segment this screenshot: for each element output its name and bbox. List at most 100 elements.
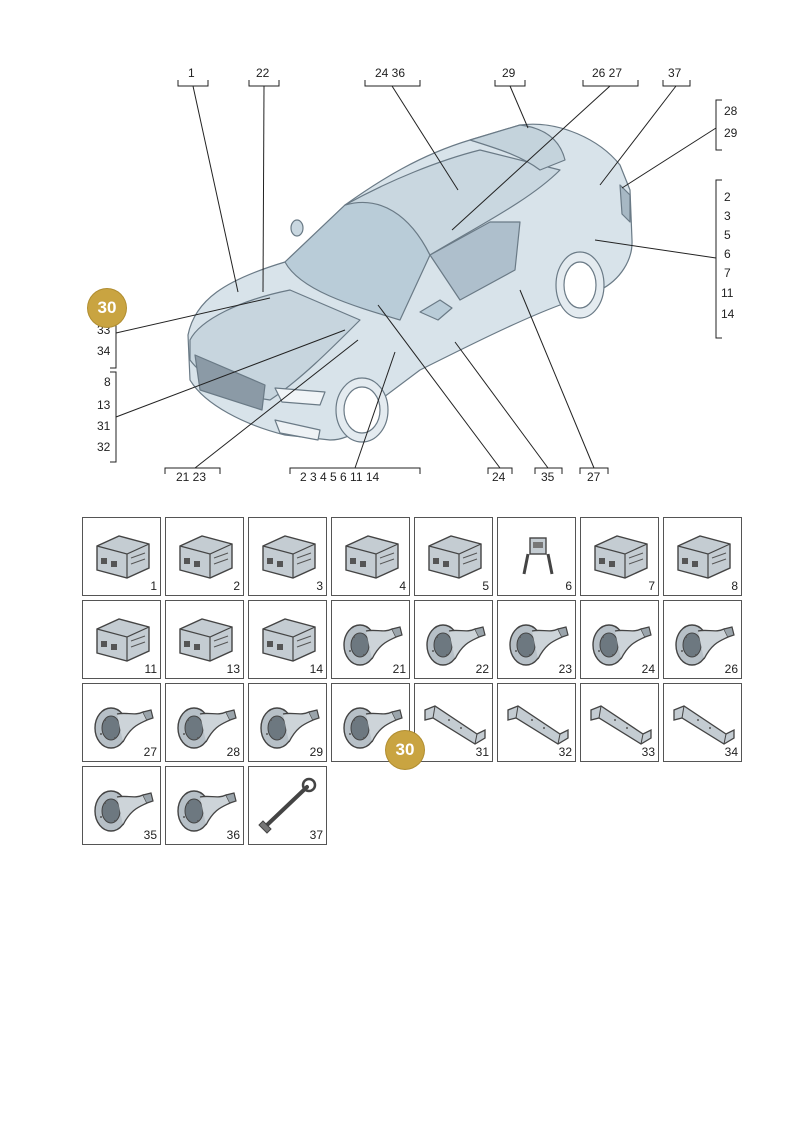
connector-housing-icon [428, 535, 482, 579]
cable-channel-icon [507, 705, 569, 745]
part-number: 22 [475, 662, 489, 676]
callout-left-13: 13 [97, 398, 111, 412]
part-number: 35 [143, 828, 157, 842]
part-cell: 4 [331, 517, 410, 596]
part-cell: 33 [580, 683, 659, 762]
part-cell: 7 [580, 517, 659, 596]
part-number: 24 [641, 662, 655, 676]
grommet-icon [94, 790, 154, 832]
connector-housing-icon [262, 618, 316, 662]
part-cell: 14 [248, 600, 327, 679]
connector-housing-icon [594, 535, 648, 579]
part-number: 33 [641, 745, 655, 759]
part-cell: 34 [663, 683, 742, 762]
grommet-icon [94, 707, 154, 749]
part-cell: 1 [82, 517, 161, 596]
grommet-icon [509, 624, 569, 666]
part-cell: 28 [165, 683, 244, 762]
part-cell: 5 [414, 517, 493, 596]
part-cell: 29 [248, 683, 327, 762]
part-number: 23 [558, 662, 572, 676]
callout-right-29: 29 [724, 126, 738, 140]
callout-left-32: 32 [97, 440, 111, 454]
grommet-icon [343, 624, 403, 666]
part-number: 4 [399, 579, 406, 593]
connector-housing-icon [96, 618, 150, 662]
car-diagram: 1 22 24 36 29 26 27 37 28 29 2 3 5 6 7 1… [97, 66, 738, 484]
highlight-badge-car: 30 [88, 289, 126, 327]
grommet-icon [592, 624, 652, 666]
callout-right-28: 28 [724, 104, 738, 118]
connector-housing-icon [179, 618, 233, 662]
callout-right-6: 6 [724, 247, 731, 261]
grommet-icon [260, 707, 320, 749]
connector-housing-icon [262, 535, 316, 579]
callout-35: 35 [541, 470, 555, 484]
part-cell: 2 [165, 517, 244, 596]
part-cell: 35 [82, 766, 161, 845]
part-cell: 8 [663, 517, 742, 596]
callout-22: 22 [256, 66, 270, 80]
part-cell: 24 [580, 600, 659, 679]
grommet-icon [343, 707, 403, 749]
callout-37: 37 [668, 66, 682, 80]
connector-housing-icon [96, 535, 150, 579]
callout-right-2: 2 [724, 190, 731, 204]
callout-right-14: 14 [721, 307, 735, 321]
callout-left-34: 34 [97, 344, 111, 358]
part-number: 2 [233, 579, 240, 593]
part-number: 27 [143, 745, 157, 759]
connector-housing-icon [179, 535, 233, 579]
part-number: 11 [144, 662, 157, 676]
connector-housing-icon [677, 535, 731, 579]
part-number: 1 [150, 579, 157, 593]
part-cell: 27 [82, 683, 161, 762]
callout-26-27: 26 27 [592, 66, 622, 80]
part-cell: 22 [414, 600, 493, 679]
part-cell: 23 [497, 600, 576, 679]
part-number: 29 [309, 745, 323, 759]
part-number: 5 [482, 579, 489, 593]
part-cell: 31 [414, 683, 493, 762]
callout-multi: 2 3 4 5 6 11 14 [300, 470, 380, 484]
callout-right-11: 11 [721, 286, 734, 300]
connector-housing-icon [345, 535, 399, 579]
part-cell: 26 [663, 600, 742, 679]
car-illustration [187, 123, 633, 443]
callout-left-8: 8 [104, 375, 111, 389]
cable-channel-icon [424, 705, 486, 745]
part-number: 36 [226, 828, 240, 842]
part-number: 21 [392, 662, 406, 676]
part-number: 6 [565, 579, 572, 593]
part-cell: 11 [82, 600, 161, 679]
part-cell: 21 [331, 600, 410, 679]
part-cell: 36 [165, 766, 244, 845]
part-number: 26 [724, 662, 738, 676]
part-cell: 32 [497, 683, 576, 762]
part-cell: 3 [248, 517, 327, 596]
part-number: 13 [226, 662, 240, 676]
leader-lines [110, 80, 722, 474]
callout-27: 27 [587, 470, 601, 484]
highlight-badge-grid: 30 [386, 731, 424, 769]
part-cell: 13 [165, 600, 244, 679]
part-number: 3 [316, 579, 323, 593]
part-number: 31 [475, 745, 489, 759]
flat-contact-icon [522, 537, 554, 575]
grommet-icon [675, 624, 735, 666]
part-number: 14 [309, 662, 323, 676]
callout-29: 29 [502, 66, 516, 80]
grommet-icon [426, 624, 486, 666]
callout-24-36: 24 36 [375, 66, 405, 80]
callout-right-3: 3 [724, 209, 731, 223]
part-number: 32 [558, 745, 572, 759]
tool-icon [258, 777, 317, 834]
part-number: 34 [724, 745, 738, 759]
cable-channel-icon [673, 705, 735, 745]
callout-left-31: 31 [97, 419, 111, 433]
callout-right-5: 5 [724, 228, 731, 242]
part-number: 37 [309, 828, 323, 842]
part-number: 8 [731, 579, 738, 593]
grommet-icon [177, 707, 237, 749]
